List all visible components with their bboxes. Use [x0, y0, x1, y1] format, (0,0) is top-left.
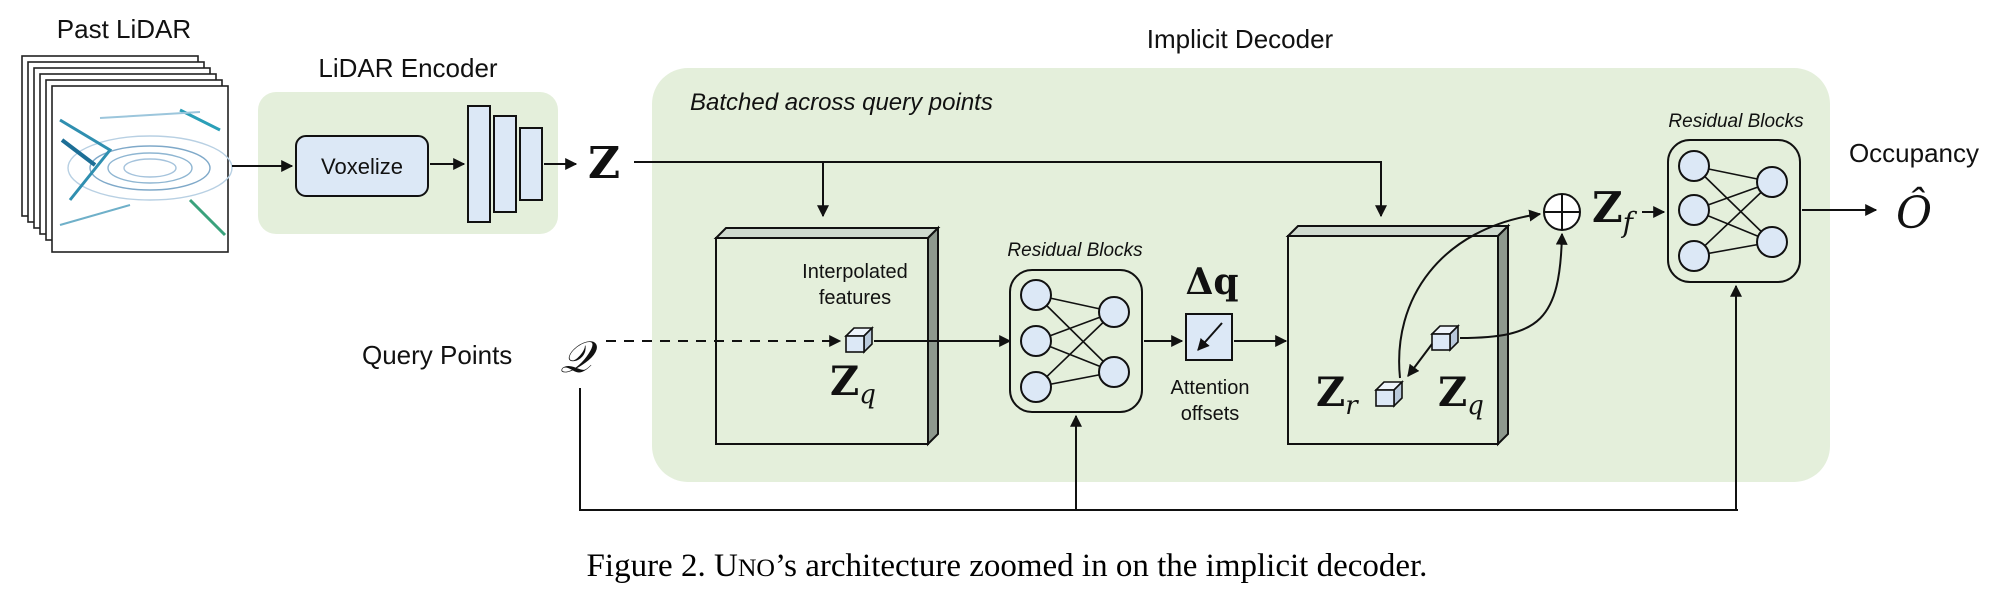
arrow-zq-to-sum — [1459, 232, 1568, 339]
attention-label-line2: offsets — [1181, 403, 1240, 425]
z-symbol: Z — [588, 138, 620, 189]
figure-caption: Figure 2. UNO’s architecture zoomed in o… — [586, 548, 1428, 584]
zq-symbol: Zq — [830, 358, 876, 410]
delta-q-symbol: Δq — [1185, 261, 1238, 303]
past-lidar-label: Past LiDAR — [57, 14, 191, 44]
offset-box — [1185, 313, 1233, 361]
residual-blocks-label-1: Residual Blocks — [1007, 240, 1143, 261]
residual-block-1 — [1009, 269, 1143, 413]
voxelize-label: Voxelize — [321, 154, 403, 179]
batched-label: Batched across query points — [690, 89, 993, 116]
past-lidar-stack — [21, 55, 233, 253]
occupancy-symbol: Ô — [1896, 186, 1932, 239]
query-points-label: Query Points — [362, 340, 512, 370]
implicit-decoder-label: Implicit Decoder — [1147, 24, 1334, 54]
feature-volume-right — [1285, 223, 1511, 447]
residual-block-2 — [1667, 139, 1801, 283]
implicit-decoder-panel — [652, 68, 1830, 482]
lidar-scan-image — [59, 108, 233, 237]
lidar-encoder-label: LiDAR Encoder — [318, 53, 498, 83]
query-feed-line — [579, 388, 1738, 511]
residual-blocks-label-2: Residual Blocks — [1668, 111, 1804, 132]
sum-operator — [1543, 193, 1581, 231]
interpolated-label-line1: Interpolated — [802, 261, 908, 283]
arrow-z-to-right-volume — [634, 161, 1387, 218]
feature-cube-zr — [1374, 380, 1404, 408]
query-set-symbol: 𝒬 — [560, 332, 598, 383]
zq-right-symbol: Zq — [1438, 369, 1484, 421]
zr-symbol: Zr — [1316, 369, 1359, 421]
feature-cube-zq — [844, 326, 874, 354]
encoder-layers — [467, 105, 543, 223]
interpolated-label-line2: features — [819, 287, 891, 309]
attention-label-line1: Attention — [1171, 377, 1250, 399]
arrow-zr-to-sum — [1398, 209, 1542, 379]
occupancy-label: Occupancy — [1849, 138, 1979, 168]
arrow-zq-to-zr — [1407, 343, 1433, 377]
feature-cube-zq-right — [1430, 324, 1460, 352]
voxelize-block — [295, 135, 429, 197]
